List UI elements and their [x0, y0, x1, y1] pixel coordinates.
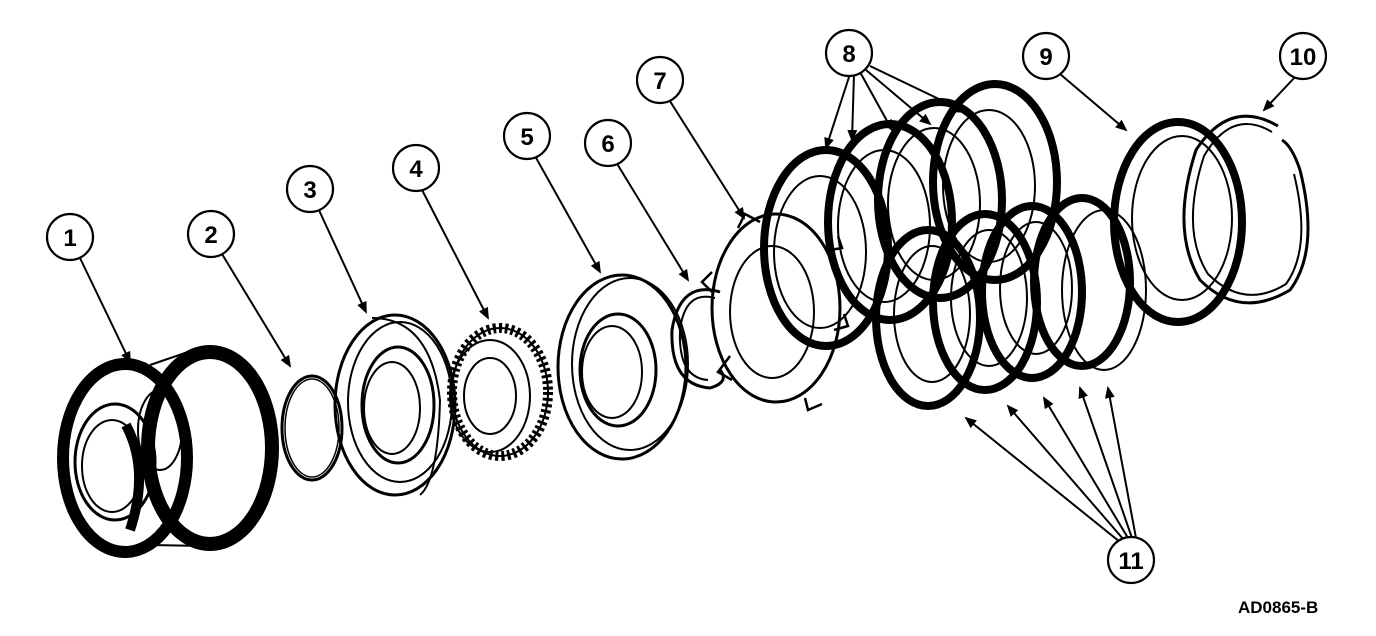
callout-2: 2: [186, 209, 236, 259]
callout-6: 6: [583, 118, 633, 168]
callout-3-label: 3: [303, 177, 316, 204]
callout-9: 9: [1021, 31, 1071, 81]
callout-2-label: 2: [204, 222, 217, 249]
figure-code: AD0865-B: [1238, 598, 1319, 617]
part-11-friction-plates: [872, 194, 1147, 410]
callout-1-label: 1: [63, 225, 76, 252]
callout-5-label: 5: [520, 124, 533, 151]
part-5-plate: [556, 273, 689, 461]
callout-5: 5: [502, 111, 552, 161]
part-6-snap-ring: [670, 288, 725, 390]
part-2-seal-ring: [280, 374, 344, 482]
callout-8: 8: [824, 28, 874, 78]
part-4-return-spring: [447, 323, 553, 461]
part-1-drum: [57, 345, 279, 558]
callout-10-label: 10: [1290, 44, 1317, 71]
callout-11-label: 11: [1118, 548, 1143, 575]
callout-3: 3: [285, 164, 335, 214]
leader-lines: [79, 65, 1297, 543]
callout-4: 4: [391, 143, 441, 193]
part-9-pressure-plate: [1110, 118, 1246, 326]
part-8-steel-plates: [760, 80, 1061, 350]
callout-7: 7: [635, 55, 685, 105]
callout-10: 10: [1278, 31, 1328, 81]
callout-6-label: 6: [601, 131, 614, 158]
callout-4-label: 4: [409, 156, 423, 183]
callout-9-label: 9: [1039, 44, 1052, 71]
callout-8-label: 8: [842, 41, 855, 68]
callout-7-label: 7: [653, 68, 666, 95]
callout-11: 11: [1106, 535, 1156, 585]
callout-1: 1: [45, 212, 95, 262]
part-3-piston: [333, 313, 457, 497]
part-10-snap-ring: [1182, 114, 1310, 305]
